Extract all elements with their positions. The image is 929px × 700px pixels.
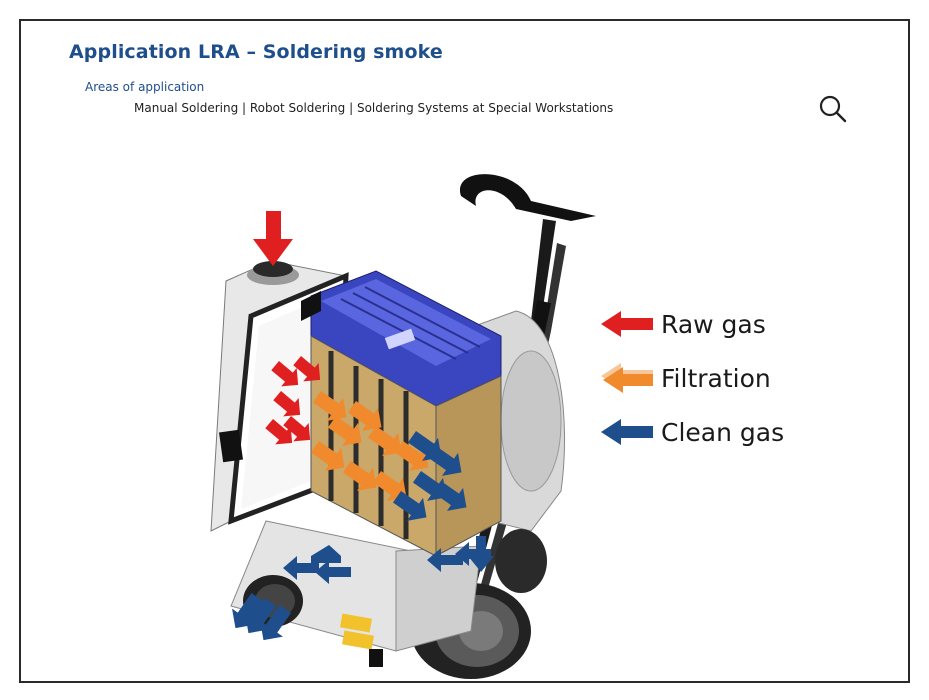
- device-illustration: [210, 174, 596, 679]
- arrow-left-orange-icon: [601, 363, 653, 393]
- raw-gas-arrows: [253, 211, 321, 445]
- legend-label-raw-gas: Raw gas: [661, 309, 766, 339]
- legend-filtration: Filtration: [599, 361, 771, 395]
- search-icon[interactable]: [817, 93, 849, 125]
- legend-clean-gas: Clean gas: [599, 415, 784, 449]
- filtration-arrows: [310, 391, 429, 501]
- clean-gas-arrows: [232, 431, 494, 641]
- legend-label-clean-gas: Clean gas: [661, 417, 785, 447]
- areas-heading: Areas of application: [85, 80, 205, 94]
- arrow-left-red-icon: [601, 311, 653, 337]
- arrow-left-blue-icon: [601, 419, 653, 445]
- cart-handle: [459, 174, 596, 221]
- areas-list: Manual Soldering | Robot Soldering | Sol…: [134, 101, 614, 115]
- legend-raw-gas: Raw gas: [599, 307, 766, 341]
- slide-frame: Application LRA – Soldering smoke Areas …: [19, 19, 910, 683]
- page-title: Application LRA – Soldering smoke: [69, 41, 443, 63]
- legend-label-filtration: Filtration: [661, 363, 771, 393]
